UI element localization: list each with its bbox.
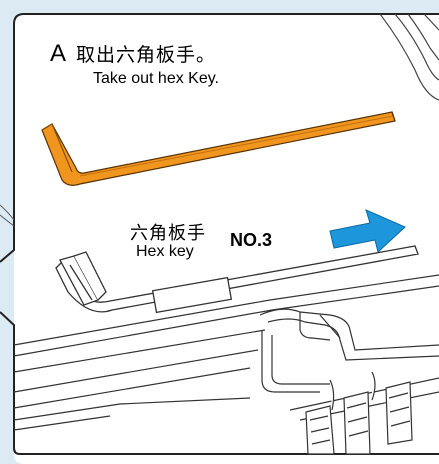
panel-border [0, 13, 439, 455]
step-letter: A [50, 39, 67, 67]
machine-top-outline [379, 13, 439, 101]
tool-size-label: NO.3 [230, 230, 273, 250]
tool-name-en: Hex key [136, 243, 194, 260]
step-header: A 取出六角板手。 [50, 40, 216, 67]
tool-name-cn: 六角板手 [130, 223, 206, 244]
step-title-cn: 取出六角板手。 [76, 44, 217, 66]
right-arrow-icon [329, 209, 406, 253]
hex-key-outline [55, 245, 419, 314]
step-title-en: Take out hex Key. [93, 70, 219, 87]
hex-key-orange [41, 111, 396, 186]
machine-body-outline [13, 274, 439, 431]
bottom-clips [305, 371, 413, 455]
